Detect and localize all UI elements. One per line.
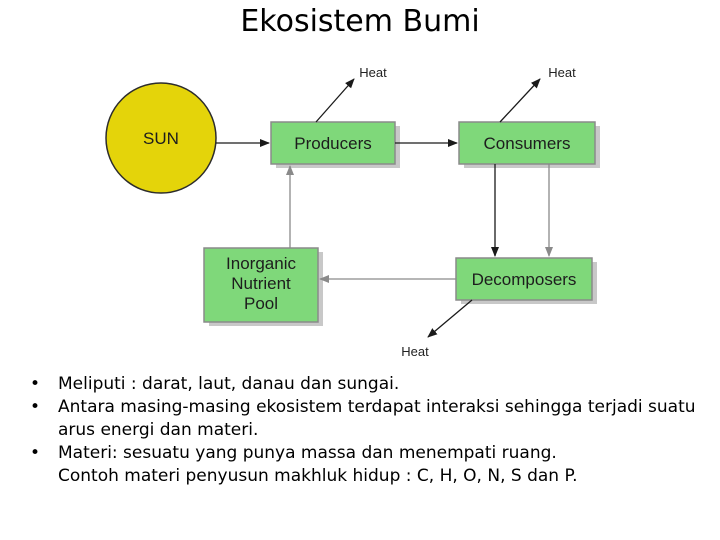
bullet-dot: •	[30, 397, 41, 417]
decomposers-box	[455, 257, 593, 301]
bullet-list: • Meliputi : darat, laut, danau dan sunga…	[30, 373, 710, 488]
ecosystem-flow-diagram: SUN Producers Consumers Decomposers Inor…	[0, 36, 720, 376]
heat-label-decomposers: Heat	[401, 344, 429, 359]
consumers-label: Consumers	[484, 134, 571, 153]
producers-box	[270, 121, 396, 165]
bullet-item: • Meliputi : darat, laut, danau dan sunga…	[30, 373, 710, 396]
heat-label-consumers: Heat	[548, 65, 576, 80]
decomposers-heat-arrow	[427, 299, 473, 338]
producers-heat-arrow	[315, 78, 355, 123]
sun-label: SUN	[143, 129, 179, 148]
bullet-text: Meliputi : darat, laut, danau dan sungai…	[58, 374, 400, 394]
bullet-item: • Materi: sesuatu yang punya massa dan me…	[30, 442, 710, 465]
bullet-item: • Antara masing-masing ekosistem terdapat…	[30, 396, 710, 442]
consumers-box	[458, 121, 596, 165]
heat-label-producers: Heat	[359, 65, 387, 80]
bullet-dot: •	[30, 374, 41, 394]
bullet-continuation: Contoh materi penyusun makhluk hidup : C…	[58, 466, 578, 486]
bullet-text: Antara masing-masing ekosistem terdapat …	[58, 397, 696, 440]
nutrient-pool-line-2: Nutrient	[231, 274, 291, 293]
consumers-heat-arrow	[499, 78, 541, 123]
slide-title: Ekosistem Bumi	[240, 4, 480, 39]
bullet-text: Materi: sesuatu yang punya massa dan men…	[58, 443, 557, 463]
sun-circle	[105, 82, 217, 194]
producers-label: Producers	[294, 134, 371, 153]
nutrient-pool-line-3: Pool	[244, 294, 278, 313]
bullet-dot: •	[30, 443, 41, 463]
nutrient-pool-line-1: Inorganic	[226, 254, 296, 273]
decomposers-label: Decomposers	[472, 270, 577, 289]
nutrient-pool-box	[203, 247, 319, 323]
